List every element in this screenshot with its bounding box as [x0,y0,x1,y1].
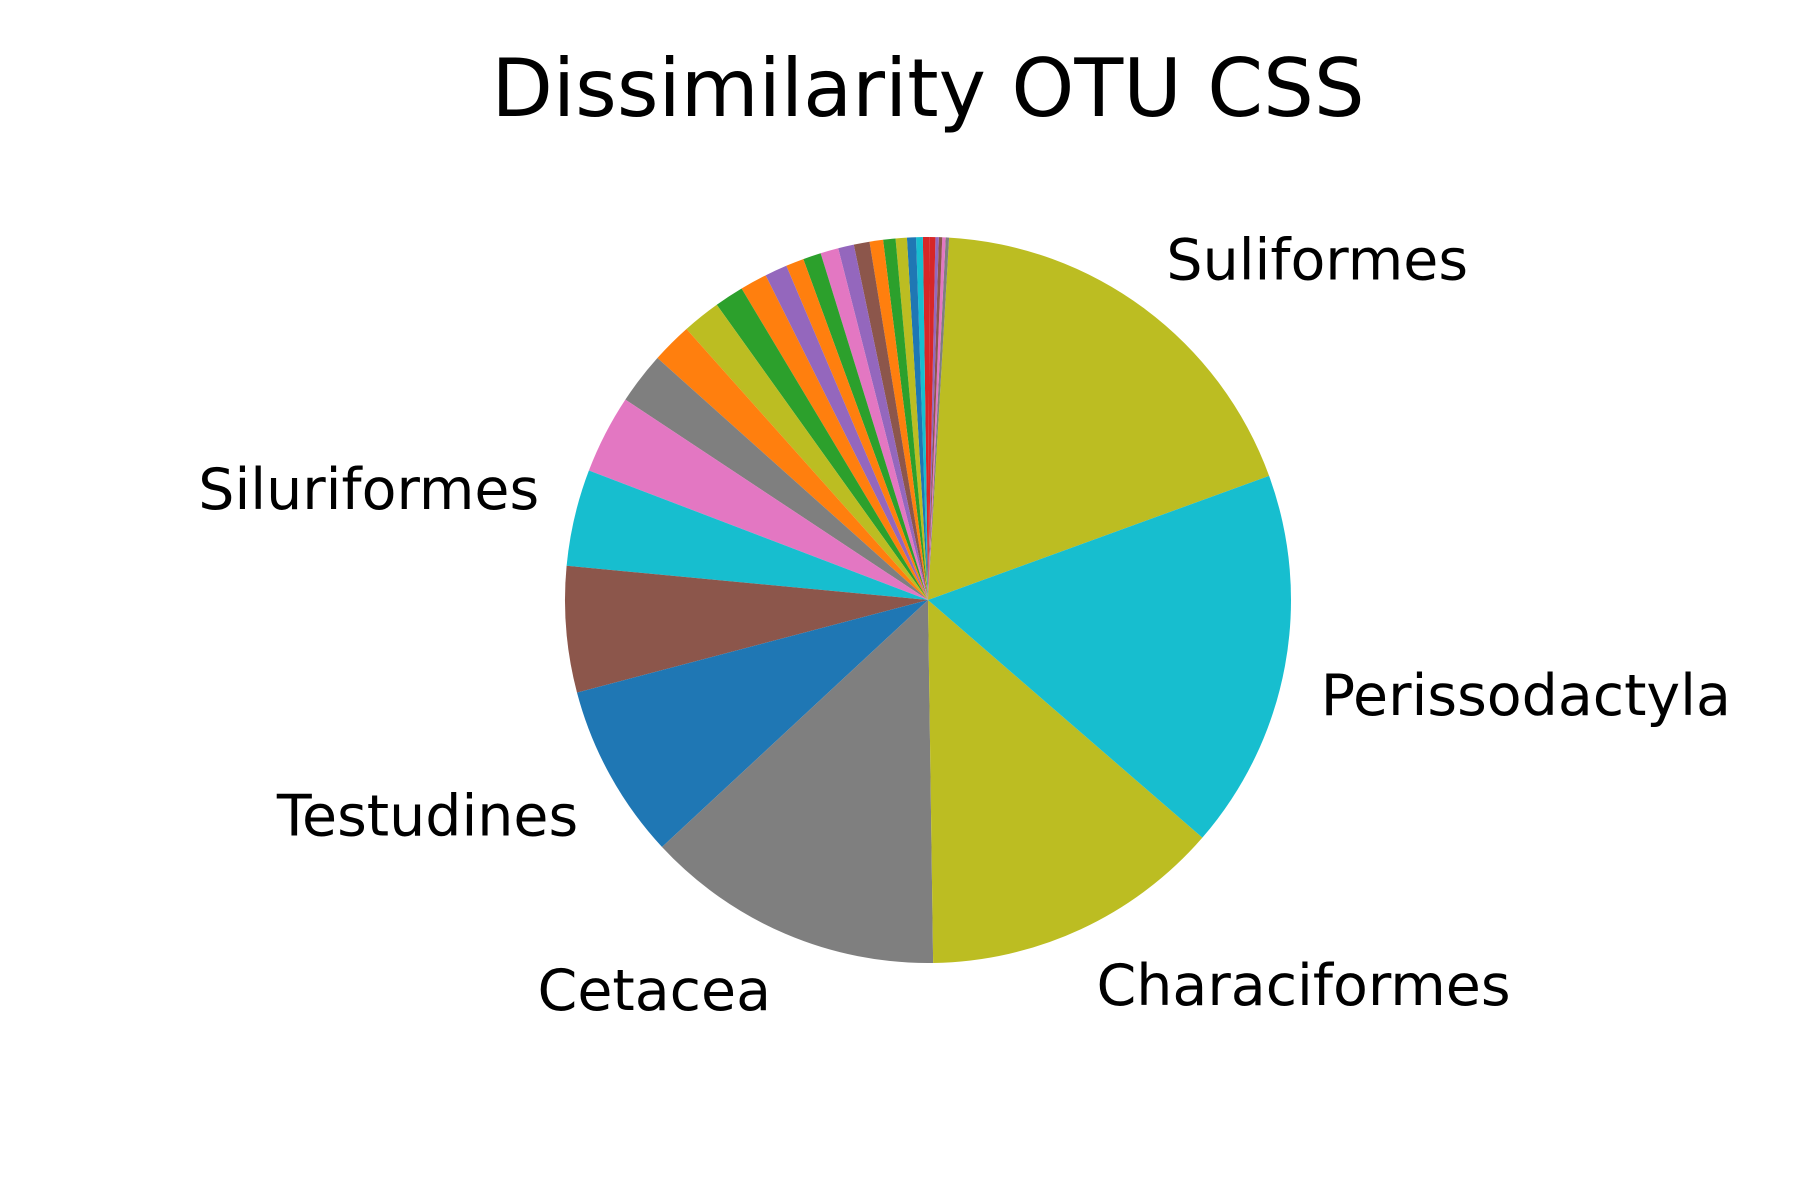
slice-label-cetacea: Cetacea [538,958,771,1024]
slice-label-siluriformes: Siluriformes [198,457,539,523]
slice-label-testudines: Testudines [276,783,578,849]
pie-slice-unlabeled-5 [928,237,936,600]
pie-slice-cetacea [662,600,934,963]
pie-slice-unlabeled-16 [786,259,928,600]
pie-slice-unlabeled-8 [906,237,928,600]
pie-slice-unlabeled-9 [895,237,928,601]
slice-label-suliformes: Suliformes [1166,228,1468,294]
pie-slice-unlabeled-12 [853,241,928,600]
pie-slice-unlabeled-7 [916,237,928,601]
pie-slice-unlabeled-3 [928,237,943,600]
pie-slice-suliformes [928,237,1270,601]
pie-slice-perissodactyla [928,475,1292,838]
pie-slice-unlabeled-21 [657,329,928,600]
pie-slice-testudines [577,600,928,848]
pie-slice-unlabeled-23 [588,399,928,600]
pie-slices [564,236,1292,963]
pie-slice-unlabeled-2 [928,237,946,600]
pie-slice-unlabeled-17 [765,265,928,600]
pie-slice-unlabeled-19 [716,288,928,600]
slice-label-perissodactyla: Perissodactyla [1321,663,1731,729]
pie-slice-unlabeled-13 [838,244,928,601]
pie-slice-unlabeled-10 [883,238,928,600]
pie-slice-unlabeled-22 [625,358,928,600]
pie-slice-unlabeled-20 [686,304,928,600]
pie-slice-unlabeled-11 [869,239,928,601]
slice-label-characiformes: Characiformes [1097,953,1511,1019]
pie-slice-unlabeled-1 [928,237,950,600]
pie-slice-unlabeled-6 [922,236,930,600]
pie-slice-unlabeled-14 [820,248,928,601]
pie-slice-unlabeled-18 [741,275,928,600]
chart-title: Dissimilarity OTU CSS [491,42,1364,135]
pie-slice-unlabeled-15 [803,253,928,600]
pie-slice-unlabeled-4 [928,237,939,600]
pie-slice-characiformes [928,600,1203,963]
pie-slice-unlabeled-25 [564,565,928,693]
pie-slice-siluriformes [566,470,928,600]
